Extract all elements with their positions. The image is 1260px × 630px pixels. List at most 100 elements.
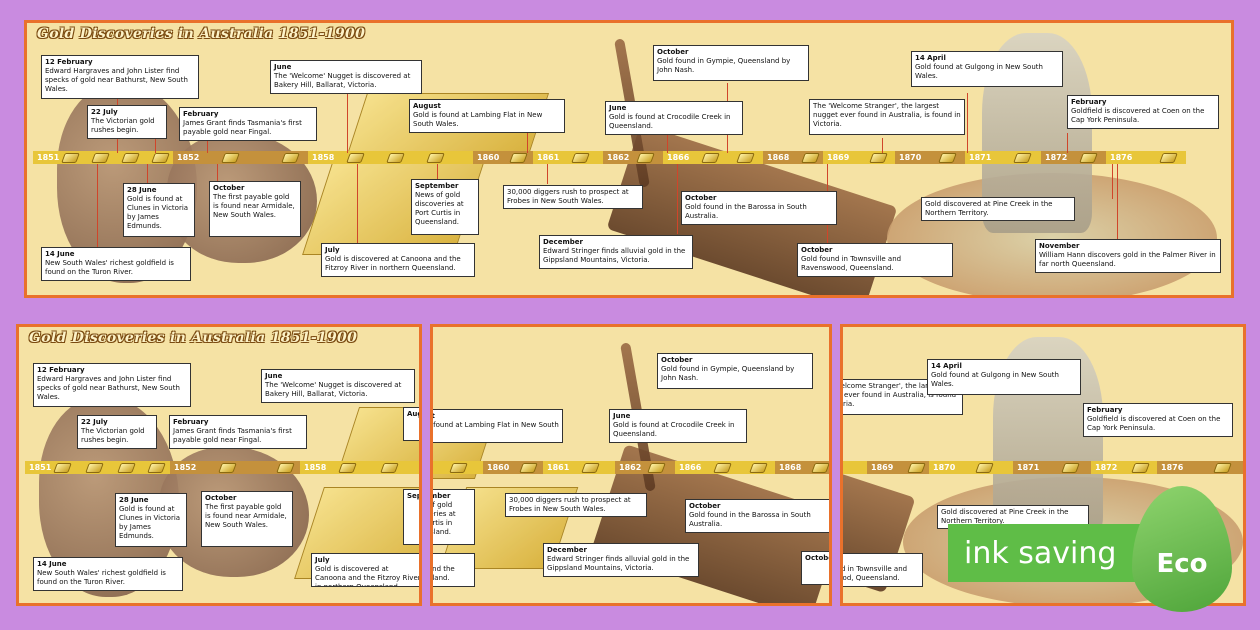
event-date: December <box>543 238 583 246</box>
event-text: James Grant finds Tasmania's first payab… <box>173 427 292 444</box>
year-label: 1871 <box>969 153 992 162</box>
timeline-bar: 1860 1861 1862 1866 1868 <box>433 461 829 474</box>
event-text: Gold found in Townsville and Ravenswood,… <box>840 565 908 582</box>
event-connector <box>217 164 218 184</box>
gold-nugget-icon <box>338 463 357 473</box>
page-title: Gold Discoveries in Australia 1851-1900 <box>29 330 358 346</box>
gold-nugget-icon <box>636 153 655 163</box>
year-segment: 1868 <box>775 461 829 474</box>
gold-nugget-icon <box>426 153 445 163</box>
event-text: The 'Welcome Stranger', the largest nugg… <box>840 382 957 408</box>
year-segment: 1866 <box>675 461 775 474</box>
event-date: June <box>265 372 283 380</box>
gold-nugget-icon <box>1131 463 1150 473</box>
event-date: November <box>1039 242 1080 250</box>
year-segment: 1872 <box>1041 151 1106 164</box>
event-connector <box>357 164 358 244</box>
leaf-icon: Eco <box>1132 486 1232 612</box>
event-connector <box>882 138 883 153</box>
ink-saving-text: ink saving <box>964 535 1117 571</box>
year-label: 1876 <box>1110 153 1133 162</box>
gold-nugget-icon <box>509 153 528 163</box>
event-date: 22 July <box>91 108 118 116</box>
event-date: July <box>325 246 340 254</box>
gold-nugget-icon <box>801 153 820 163</box>
event-date: August <box>407 410 422 418</box>
event-date: July <box>315 556 330 564</box>
year-label: 1872 <box>1045 153 1068 162</box>
event-date: 14 June <box>45 250 75 258</box>
event-date: June <box>613 412 631 420</box>
event-text: The Victorian gold rushes begin. <box>81 427 145 444</box>
gold-nugget-icon <box>221 153 240 163</box>
event-date: October <box>213 184 245 192</box>
event-connector <box>155 133 156 153</box>
event-date: 14 April <box>915 54 946 62</box>
timeline-bar: 1851 1852 1858 <box>25 461 419 474</box>
page-title: Gold Discoveries in Australia 1851-1900 <box>37 26 366 42</box>
event-text: New South Wales' richest goldfield is fo… <box>45 259 174 276</box>
event-text: Gold is found at Crocodile Creek in Quee… <box>609 113 731 130</box>
year-segment: 1870 <box>895 151 965 164</box>
gold-nugget-icon <box>218 463 237 473</box>
event-text: Gold is discovered at Canoona and the Fi… <box>315 565 421 587</box>
gold-nugget-icon <box>938 153 957 163</box>
year-label: 1862 <box>607 153 630 162</box>
event-text: Gold is found at Lambing Flat in New Sou… <box>413 111 543 128</box>
year-segment: 1862 <box>603 151 663 164</box>
event-date: September <box>430 492 451 500</box>
event-text: Gold found in Gympie, Queensland by John… <box>661 365 795 382</box>
event-date: August <box>431 412 435 420</box>
gold-nugget-icon <box>380 463 399 473</box>
gold-nugget-icon <box>1159 153 1178 163</box>
event-text: Gold is found at Clunes in Victoria by J… <box>119 505 181 540</box>
event-date: October <box>843 556 919 565</box>
event-connector <box>437 164 438 179</box>
event-date: October <box>685 194 717 202</box>
event-connector <box>1067 133 1068 153</box>
event-text: 30,000 diggers rush to prospect at Frobe… <box>507 188 629 205</box>
gold-nugget-icon <box>571 153 590 163</box>
event-text: Gold found at Gulgong in New South Wales… <box>931 371 1059 388</box>
timeline-panel-part-1: Gold Discoveries in Australia 1851-1900 … <box>16 324 422 606</box>
eco-text: Eco <box>1156 549 1208 579</box>
gold-nugget-icon <box>386 153 405 163</box>
event-text: The 'Welcome' Nugget is discovered at Ba… <box>265 381 402 398</box>
event-date: 14 April <box>931 362 962 370</box>
event-date: 22 July <box>81 418 108 426</box>
gold-nugget-icon <box>281 153 300 163</box>
event-card: August <box>403 407 422 441</box>
gold-nugget-icon <box>346 153 365 163</box>
event-date: February <box>1071 98 1107 106</box>
year-label: 1876 <box>1161 463 1184 472</box>
event-connector <box>667 133 668 153</box>
event-text: Gold found in Townsville and Ravenswood,… <box>801 255 902 272</box>
event-connector <box>677 164 678 234</box>
year-segment: 1860 <box>483 461 543 474</box>
event-text: News of gold discoveries at Port Curtis … <box>430 501 456 536</box>
event-date: February <box>1087 406 1123 414</box>
year-segment: 1866 <box>663 151 763 164</box>
gold-nugget-icon <box>1079 153 1098 163</box>
event-connector <box>1117 164 1118 239</box>
event-text: News of gold discoveries at Port Curtis … <box>415 191 464 226</box>
gold-nugget-icon <box>151 153 170 163</box>
